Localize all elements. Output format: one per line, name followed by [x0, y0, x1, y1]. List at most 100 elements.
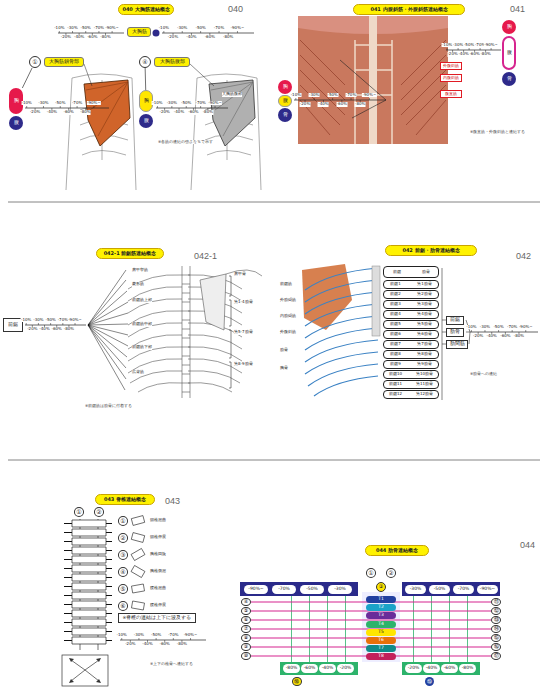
- callout-number: ⑨: [241, 643, 250, 651]
- scale-label: -30%: [309, 93, 320, 98]
- scale-line: [447, 48, 448, 50]
- node-text: 第12肋骨: [416, 392, 433, 396]
- scale-label: -20%: [447, 52, 458, 57]
- scale-line: [458, 48, 459, 50]
- scale-line: [471, 330, 472, 332]
- callout-number: ⑦: [241, 625, 250, 633]
- spine-figure: [131, 565, 145, 577]
- node-text: T4: [378, 622, 384, 627]
- scale-label: -10%: [21, 318, 32, 323]
- callout-number: ⑯: [491, 643, 501, 651]
- part-label: 頸椎伸展: [150, 535, 166, 540]
- percent-pill: -70%: [272, 585, 296, 594]
- scale-line: [498, 330, 499, 332]
- part-label: 前鋸筋: [280, 282, 292, 287]
- scale-label: -70%: [346, 93, 357, 98]
- scale-line: [156, 108, 228, 109]
- torso-figure: [209, 80, 255, 146]
- rib-figure: [442, 268, 470, 400]
- scale-label: -30%: [67, 26, 78, 31]
- torso-figure: [190, 64, 214, 86]
- table-row: 前鋸10第10肋骨: [383, 370, 439, 379]
- scale-label: -20%: [60, 35, 71, 40]
- torso-figure: [84, 64, 92, 86]
- node-text: ⑤: [244, 608, 248, 614]
- callout-number: ⑥: [118, 601, 128, 611]
- scale-label: -20%: [125, 642, 136, 647]
- part-label: 前鋸筋上部: [132, 298, 152, 303]
- spine-figure: [69, 658, 101, 683]
- percent-pill: -80%: [459, 664, 476, 673]
- node-text: 前鋸3: [390, 302, 401, 306]
- part-label: 外肋間筋: [280, 298, 296, 303]
- scale-label: -30%: [479, 325, 490, 330]
- scale-line: [26, 106, 27, 108]
- callout-number: ④: [241, 598, 250, 606]
- vertebra-segment: T4: [366, 621, 396, 628]
- muscle-tag: 腹直筋: [440, 90, 462, 98]
- node-text: 第6肋骨: [417, 332, 432, 336]
- scale-line: [157, 106, 158, 108]
- scale-line: [98, 31, 99, 33]
- separator-line: [8, 460, 540, 461]
- node-text: ⑤: [120, 586, 125, 593]
- node-text: 腹: [14, 120, 19, 126]
- callout-number: ⑬: [491, 616, 501, 624]
- label-box: 肋骨: [446, 328, 464, 337]
- note-text: ※肋骨への連結: [470, 372, 497, 376]
- abdominal-muscle-figure: [340, 60, 386, 118]
- scale-label: -60%: [63, 110, 74, 115]
- table-row: 前鋸7第7肋骨: [383, 340, 439, 349]
- callout-number: ⑤: [118, 584, 128, 594]
- abdominal-muscle-figure: [298, 16, 448, 144]
- scale-label: -80%: [100, 35, 111, 40]
- percent-pill: -70%: [453, 585, 474, 594]
- node-text: 胸: [283, 84, 288, 90]
- node-text: ②: [388, 570, 393, 577]
- node-text: 前鋸: [450, 318, 460, 323]
- node-text: -40%: [426, 666, 438, 671]
- scale-label: -40%: [174, 110, 185, 115]
- node-text: T5: [378, 630, 384, 635]
- scale-label: -20%: [168, 35, 179, 40]
- node-text: 前鋸11: [389, 382, 402, 386]
- scale-label: -40%: [39, 327, 50, 332]
- back-skeleton-figure: [226, 270, 262, 276]
- scale-label: -60%: [336, 102, 347, 107]
- node-text: 胸: [507, 24, 512, 30]
- node-text: 腹: [283, 98, 288, 104]
- part-label: 胸椎側屈: [150, 569, 166, 574]
- part-label: 菱形筋: [132, 282, 144, 287]
- scale-line: [470, 332, 538, 333]
- scale-label: -50%: [327, 93, 338, 98]
- muscle-tag: 外腹斜筋: [440, 62, 462, 70]
- muscle-tag: 内腹斜筋: [440, 74, 462, 82]
- torso-figure: [66, 74, 136, 190]
- part-label: 第5-7肋骨: [234, 330, 253, 335]
- scale-label: -90%~: [230, 26, 244, 31]
- part-label: 内肋間筋: [280, 314, 296, 319]
- table-row: 前鋸12第12肋骨: [383, 390, 439, 399]
- node-text: -80%: [286, 666, 298, 671]
- scale-label: -70%: [214, 26, 225, 31]
- node-text: -90%~: [248, 587, 263, 592]
- rib-band: [402, 582, 500, 596]
- scale-label: -30%: [166, 101, 177, 106]
- scale-label: -30%: [453, 43, 464, 48]
- scale-line: [60, 106, 61, 108]
- vertebra-segment: T7: [366, 645, 396, 652]
- node-text: 外腹斜筋: [443, 64, 459, 68]
- scale-label: -30%: [133, 633, 144, 638]
- scale-label: -50%: [55, 101, 66, 106]
- scale-line: [77, 106, 78, 108]
- scale-label: -70%: [195, 101, 206, 106]
- callout-number: ⑮: [491, 634, 501, 642]
- callout-number: ①: [74, 507, 84, 517]
- node-text: ④: [142, 59, 147, 66]
- callout-number: ⑫: [491, 607, 501, 615]
- back-skeleton-figure: [229, 276, 231, 388]
- region-circle: 腹: [9, 116, 23, 130]
- spine-figure: [62, 516, 145, 686]
- node-text: 040 大胸筋連結概念: [122, 7, 169, 13]
- scale-label: -70%: [57, 318, 68, 323]
